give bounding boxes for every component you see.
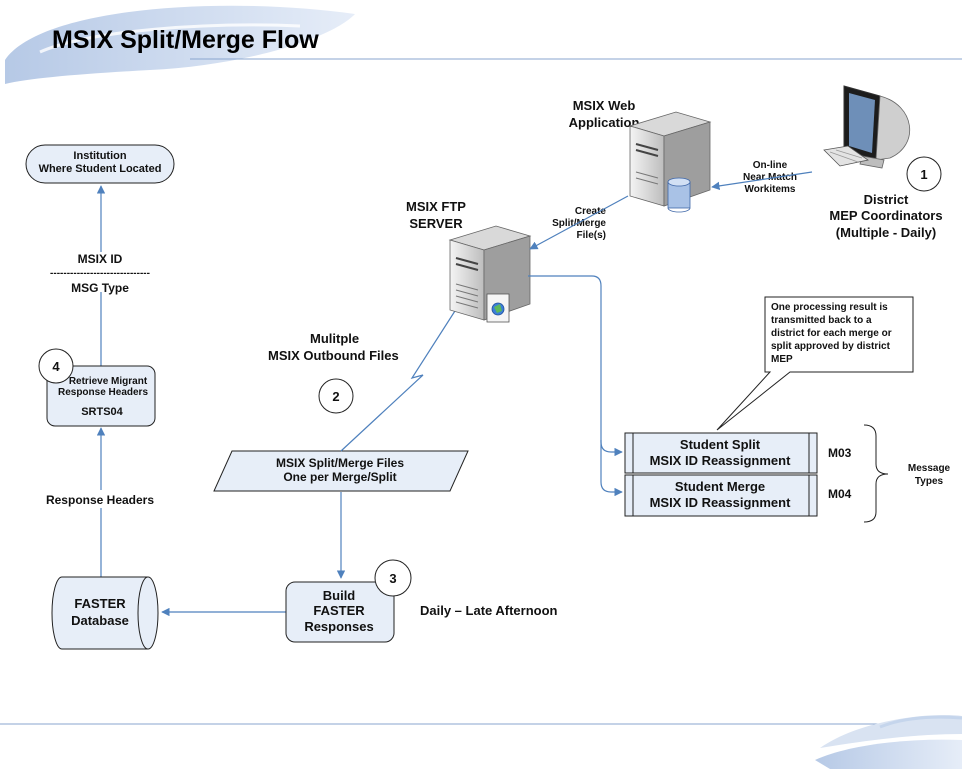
step-number-3: 3 [389, 571, 396, 586]
step-badge-4 [38, 348, 74, 384]
schedule-label: Daily – Late Afternoon [420, 603, 558, 618]
step-number-4: 4 [52, 359, 60, 374]
step-badge-1 [906, 156, 942, 192]
institution-label-2: Where Student Located [39, 163, 162, 175]
arrow-ftp-to-merge [600, 440, 623, 497]
online-label-2: Near Match [743, 172, 797, 183]
arrow-district-to-web [711, 171, 813, 191]
create-label-3: File(s) [577, 230, 606, 241]
files-label-2: One per Merge/Split [283, 470, 396, 484]
institution-label-1: Institution [73, 150, 126, 162]
outbound-label-2: MSIX Outbound Files [268, 348, 399, 363]
outbound-label-1: Mulitple [310, 331, 359, 346]
split-box [624, 432, 818, 474]
district-label-1: District [864, 192, 909, 207]
split-label-1: Student Split [680, 437, 761, 452]
arrow-ftp-to-split [528, 275, 623, 457]
split-merge-files-shape [213, 450, 469, 492]
callout-line-1: One processing result is [771, 302, 888, 313]
m03-label: M03 [828, 446, 852, 460]
build-box [285, 581, 395, 643]
footer-swoosh [815, 715, 962, 769]
create-label-2: Split/Merge [552, 218, 606, 229]
dash-separator: ------------------------------ [50, 268, 150, 279]
retrieve-code: SRTS04 [81, 406, 123, 418]
callout-line-4: split approved by district [771, 341, 891, 352]
web-app-label-2: Application [569, 115, 640, 130]
online-label-3: Workitems [745, 184, 796, 195]
lightning-connection [340, 299, 463, 452]
faster-db-label-2: Database [71, 613, 129, 628]
callout-box [716, 296, 914, 431]
files-label-1: MSIX Split/Merge Files [276, 456, 404, 470]
retrieve-label-1: Retrieve Migrant [69, 376, 148, 387]
page-title: MSIX Split/Merge Flow [52, 26, 319, 54]
web-app-label-1: MSIX Web [573, 98, 636, 113]
step-badge-3 [374, 559, 412, 597]
step-number-1: 1 [920, 167, 927, 182]
msix-id-label: MSIX ID [78, 252, 123, 266]
step-badge-2 [318, 378, 354, 414]
district-label-2: MEP Coordinators [829, 208, 942, 223]
build-label-1: Build [323, 588, 356, 603]
message-types-brace [863, 424, 889, 523]
message-types-label-1: Message [908, 463, 951, 474]
build-label-2: FASTER [313, 603, 365, 618]
callout-line-3: district for each merge or [771, 328, 892, 339]
create-label-1: Create [575, 206, 607, 217]
merge-label-1: Student Merge [675, 479, 765, 494]
response-headers-label: Response Headers [46, 493, 154, 507]
build-label-3: Responses [304, 619, 373, 634]
retrieve-box [46, 365, 156, 427]
callout-line-2: transmitted back to a [771, 315, 872, 326]
ftp-server-icon [448, 225, 532, 323]
district-label-3: (Multiple - Daily) [836, 225, 936, 240]
faster-database [51, 576, 159, 650]
msg-type-label: MSG Type [71, 281, 129, 295]
merge-label-2: MSIX ID Reassignment [650, 495, 792, 510]
step-number-2: 2 [332, 389, 339, 404]
web-server-icon [628, 111, 712, 213]
retrieve-label-2: Response Headers [58, 387, 148, 398]
faster-db-label-1: FASTER [74, 596, 126, 611]
online-label-1: On-line [753, 160, 788, 171]
institution-box [25, 144, 175, 184]
arrow-web-to-ftp [529, 195, 629, 250]
m04-label: M04 [828, 487, 852, 501]
district-computer-icon [823, 85, 911, 169]
split-label-2: MSIX ID Reassignment [650, 453, 792, 468]
message-types-label-2: Types [915, 476, 944, 487]
merge-box [624, 474, 818, 517]
callout-line-5: MEP [771, 354, 793, 365]
ftp-server-label-2: SERVER [409, 216, 463, 231]
ftp-server-label-1: MSIX FTP [406, 199, 466, 214]
header-swoosh [5, 5, 355, 84]
